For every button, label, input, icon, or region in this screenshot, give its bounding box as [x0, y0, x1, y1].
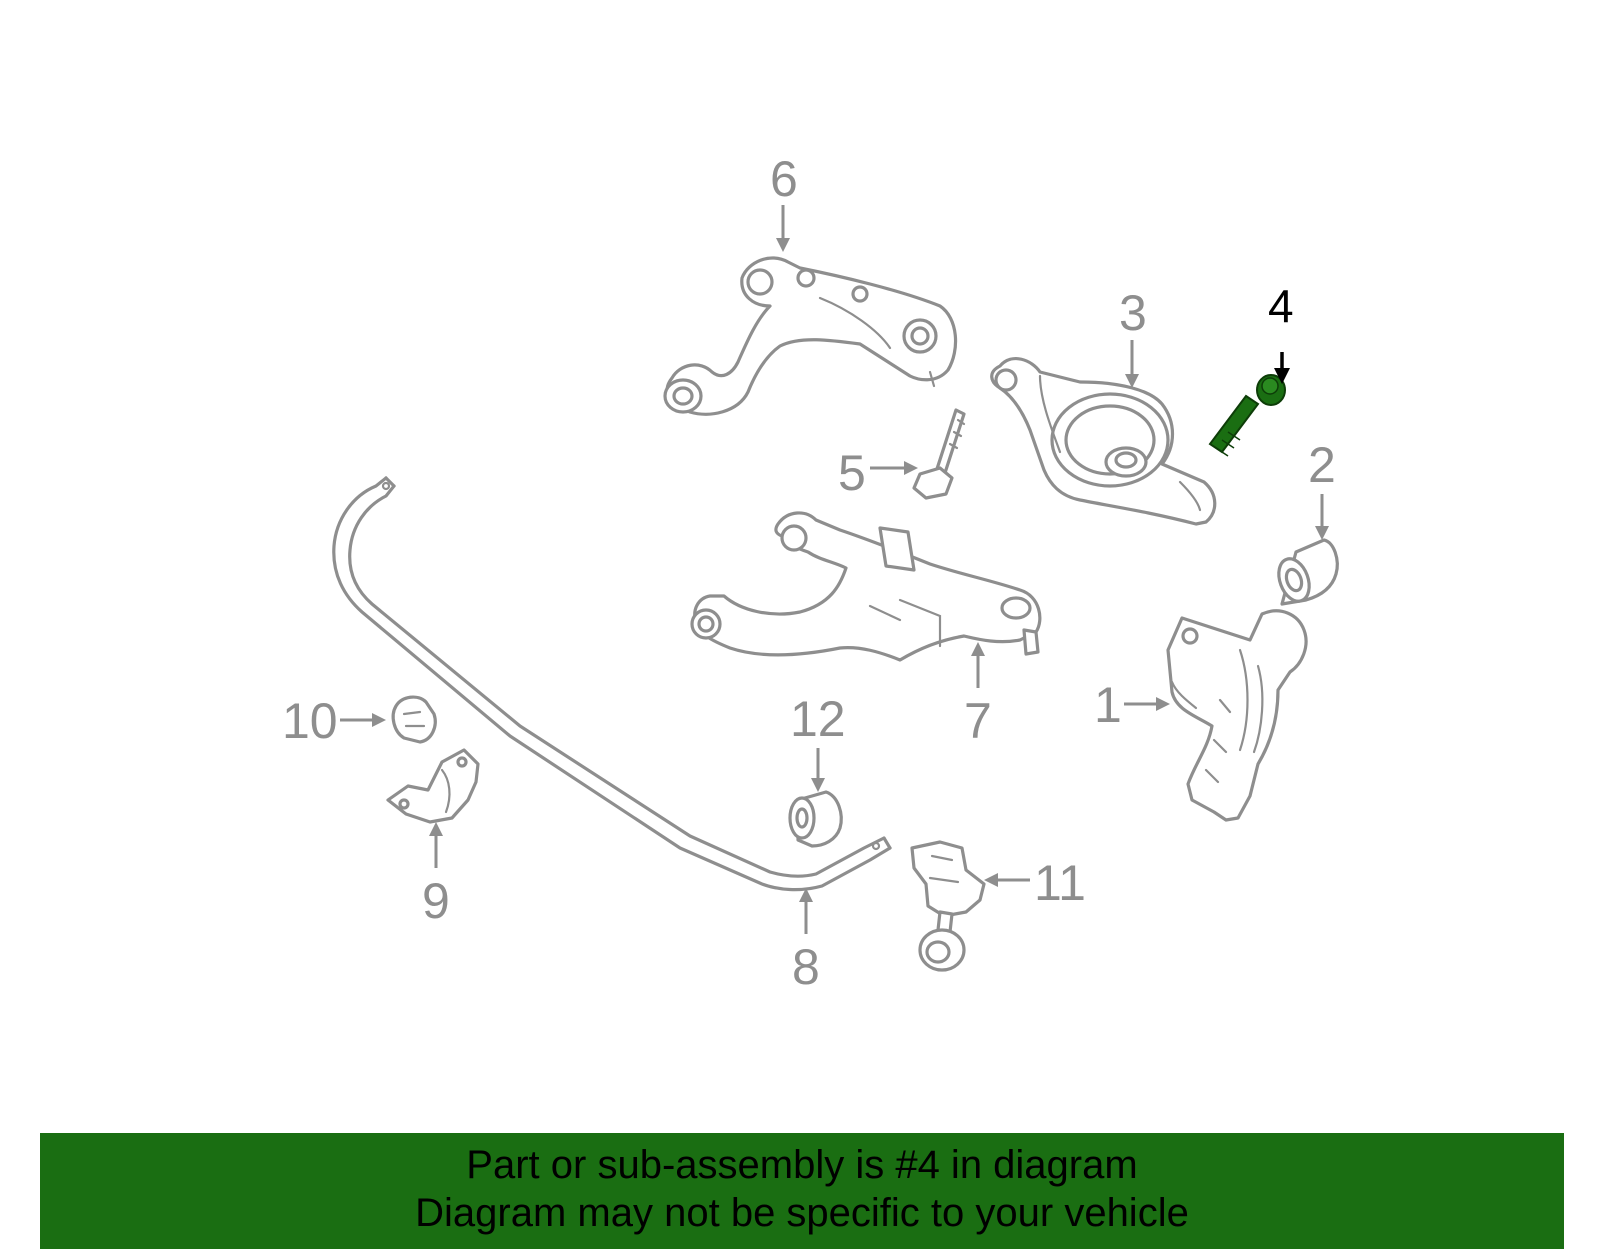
part-3-lower-control-arm[interactable] [990, 356, 1217, 526]
callout-arrows [340, 205, 1329, 934]
part-2-bushing[interactable] [1273, 538, 1339, 606]
callout-7[interactable]: 7 [964, 693, 992, 749]
part-1-knuckle[interactable] [1166, 609, 1308, 822]
info-banner: Part or sub-assembly is #4 in diagram Di… [40, 1133, 1564, 1249]
callout-11[interactable]: 11 [1034, 855, 1086, 911]
part-9-bracket[interactable] [386, 748, 480, 824]
callout-9[interactable]: 9 [422, 873, 450, 929]
callout-4[interactable]: 4 [1268, 280, 1294, 332]
part-10-bushing[interactable] [391, 695, 437, 744]
callout-12[interactable]: 12 [790, 691, 846, 747]
part-5-bolt[interactable] [912, 408, 966, 500]
part-4-bolt[interactable] [1208, 374, 1286, 457]
part-8-stabilizer-bar[interactable] [332, 476, 892, 892]
part-11-stabilizer-link[interactable] [910, 840, 986, 972]
callout-1[interactable]: 1 [1094, 677, 1122, 733]
part-7-control-arm[interactable] [690, 511, 1042, 662]
callout-3[interactable]: 3 [1119, 285, 1147, 341]
callout-5[interactable]: 5 [838, 445, 866, 501]
banner-line-disclaimer: Diagram may not be specific to your vehi… [415, 1191, 1189, 1235]
part-6-upper-control-arm[interactable] [663, 256, 958, 416]
callout-6[interactable]: 6 [770, 151, 798, 207]
banner-line-part-number: Part or sub-assembly is #4 in diagram [466, 1143, 1138, 1187]
callout-2[interactable]: 2 [1308, 437, 1336, 493]
callout-labels: 6 3 4 5 2 7 1 10 12 9 8 11 [282, 151, 1336, 995]
callout-10[interactable]: 10 [282, 693, 338, 749]
part-12-bushing[interactable] [788, 790, 843, 848]
callout-8[interactable]: 8 [792, 939, 820, 995]
